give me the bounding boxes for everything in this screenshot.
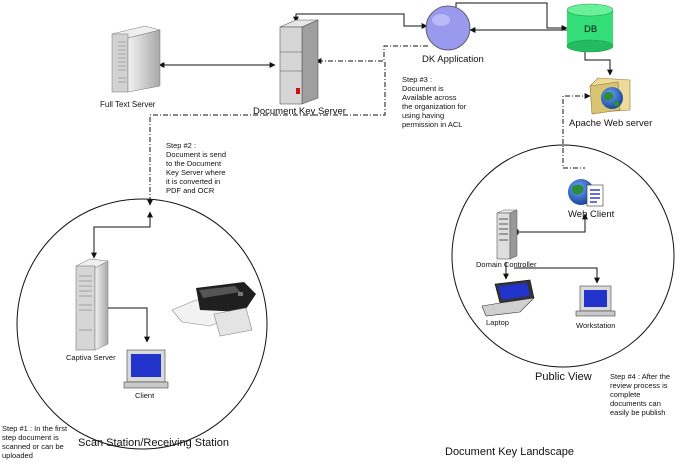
apache-web-server-icon xyxy=(589,77,631,115)
link-dkapp-apache xyxy=(469,27,613,76)
web-client-icon xyxy=(568,179,604,207)
link-dkapp-dks-dashed xyxy=(315,45,428,64)
public-view-zone xyxy=(451,144,675,368)
link-scan-captiva xyxy=(91,211,153,259)
scan-station-zone xyxy=(16,198,268,450)
scanner-icon xyxy=(171,282,256,337)
apache-web-server-label: Apache Web server xyxy=(569,118,653,129)
link-dkapp-db xyxy=(455,2,568,31)
connectors xyxy=(91,2,613,343)
laptop-icon xyxy=(481,279,535,317)
scan-station-title: Scan Station/Receiving Station xyxy=(78,437,230,449)
link-webclient-dc xyxy=(562,148,585,169)
captiva-server-icon xyxy=(75,258,109,351)
link-apache-public-dashed xyxy=(562,93,591,148)
link-dks-scan-dashed xyxy=(147,62,386,206)
step-1-note: Step #1 : In the first step document is … xyxy=(2,424,68,460)
link-captiva-client xyxy=(108,307,150,343)
diagram-footer-title: Document Key Landscape xyxy=(445,446,575,458)
workstation-label: Workstation xyxy=(576,321,616,330)
step-4-note: Step #4 : After the review process is co… xyxy=(610,372,671,417)
laptop-label: Laptop xyxy=(486,318,509,327)
document-key-server-label: Document Key Server xyxy=(253,106,346,117)
database-icon xyxy=(566,3,614,53)
workstation-icon xyxy=(575,285,616,317)
captiva-server-label: Captiva Server xyxy=(66,353,116,362)
db-label: DB xyxy=(584,24,598,35)
dk-application-icon xyxy=(425,5,471,51)
client-icon xyxy=(123,349,169,389)
web-client-label: Web Client xyxy=(568,209,615,220)
client-label: Client xyxy=(135,391,155,400)
public-view-title: Public View xyxy=(535,371,592,383)
full-text-server-label: Full Text Server xyxy=(100,100,156,109)
full-text-server-icon xyxy=(111,25,161,93)
link-dc-devices xyxy=(514,267,600,284)
link-dks-dkapp xyxy=(293,13,428,29)
domain-controller-icon xyxy=(496,209,518,260)
step-3-note: Step #3 : Document is Available across t… xyxy=(402,75,467,129)
domain-controller-label: Domain Controller xyxy=(476,260,537,269)
link-dc-webclient xyxy=(512,213,588,235)
dk-application-label: DK Application xyxy=(422,54,484,65)
step-2-note: Step #2 : Document is send to the Docume… xyxy=(166,141,227,195)
document-key-server-icon xyxy=(279,19,319,105)
